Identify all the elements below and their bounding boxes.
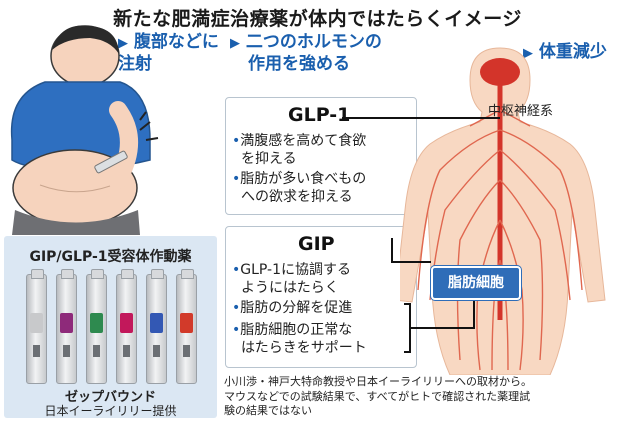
gip-bullet-1: •GLP-1に協調する ようにはたらく: [232, 262, 352, 296]
injection-pen: [116, 269, 137, 384]
injection-pen: [176, 269, 197, 384]
gip-bullet-3-line1: 脂肪細胞の正常な: [240, 322, 353, 338]
injection-pen: [86, 269, 107, 384]
step-weightloss-label: 体重減少: [538, 42, 607, 62]
footnote-line2: マウスなどでの試験結果で、すべてがヒトで確認された薬理試: [224, 389, 531, 403]
step-inject-line1: 腹部などに: [133, 32, 219, 52]
gip-bullet-3: •脂肪細胞の正常な はたらきをサポート: [232, 322, 367, 356]
gip-bullet-1-line1: GLP-1に協調する: [240, 262, 352, 278]
glp1-bullet-2-line1: 脂肪が多い食べもの: [240, 171, 367, 187]
glp1-bullet-1: •満腹感を高めて食欲 を抑える: [232, 133, 367, 167]
drug-name: GIP/GLP-1受容体作動薬: [29, 249, 192, 265]
glp1-bullet-1-line2: を抑える: [241, 151, 297, 167]
gip-bullet-1-line2: ようにはたらく: [241, 280, 339, 296]
step-hormone-line2: 作用を強める: [248, 54, 350, 74]
footnote: 小川渉・神戸大特命教授や日本イーライリリーへの取材から。 マウスなどでの試験結果…: [224, 375, 632, 419]
glp1-bullet-1-line1: 満腹感を高めて食欲: [240, 133, 367, 149]
drug-panel: GIP/GLP-1受容体作動薬 ゼップバウンド 日本イーライリリー提供: [4, 236, 217, 418]
step-weightloss: ▶ 体重減少: [523, 42, 607, 64]
glp1-bullet-2-line2: への欲求を抑える: [241, 189, 353, 205]
step-hormone-line1: 二つのホルモンの: [245, 32, 382, 52]
glp1-bullet-2: •脂肪が多い食べもの への欲求を抑える: [232, 171, 367, 205]
gip-bullet-2: •脂肪の分解を促進: [232, 300, 353, 316]
injection-pen: [26, 269, 47, 384]
person-injecting-illustration: [10, 25, 159, 235]
page-title: 新たな肥満症治療薬が体内ではたらくイメージ: [113, 8, 522, 30]
step-arrow-icon: ▶: [118, 36, 128, 51]
step-inject: ▶ 腹部などに 注射: [118, 32, 219, 75]
step-inject-line2: 注射: [118, 54, 152, 74]
step-arrow-icon: ▶: [523, 46, 533, 61]
footnote-line3: 験の結果ではない: [224, 404, 312, 417]
provider-credit: 日本イーライリリー提供: [44, 404, 177, 418]
gip-bullet-2-line1: 脂肪の分解を促進: [240, 300, 353, 316]
glp1-title: GLP-1: [288, 104, 351, 126]
injection-pen: [56, 269, 77, 384]
gip-title: GIP: [298, 233, 335, 255]
glp1-box: GLP-1 •満腹感を高めて食欲 を抑える •脂肪が多い食べもの への欲求を抑え…: [225, 97, 417, 215]
gip-box: GIP •GLP-1に協調する ようにはたらく •脂肪の分解を促進 •脂肪細胞の…: [225, 226, 417, 368]
injection-pen: [146, 269, 167, 384]
step-hormone: ▶ 二つのホルモンの 作用を強める: [230, 32, 382, 75]
footnote-line1: 小川渉・神戸大特命教授や日本イーライリリーへの取材から。: [224, 375, 532, 388]
product-name: ゼップバウンド: [64, 390, 156, 405]
fat-cell-label: 脂肪細胞: [431, 266, 521, 300]
cns-label: 中枢神経系: [488, 104, 554, 119]
gip-bullet-3-line2: はたらきをサポート: [241, 340, 367, 356]
step-arrow-icon: ▶: [230, 36, 240, 51]
